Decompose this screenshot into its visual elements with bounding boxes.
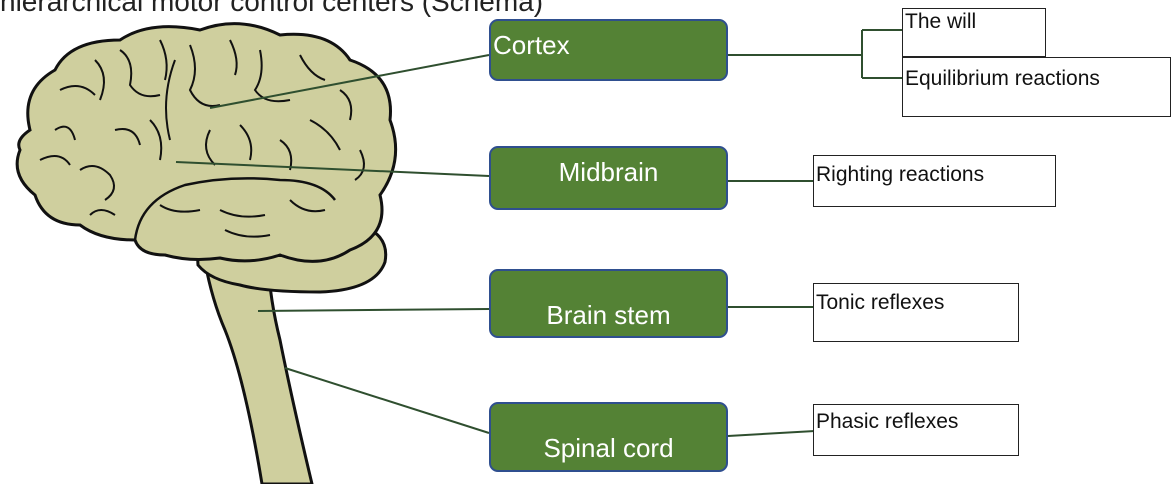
function-label-tonic: Tonic reflexes [816,291,944,314]
function-box-the-will: The will [902,8,1046,57]
region-label-brain-stem: Brain stem [546,300,670,330]
function-label-the-will: The will [905,10,976,33]
function-box-tonic: Tonic reflexes [813,283,1019,342]
region-label-midbrain: Midbrain [559,157,659,187]
function-label-phasic: Phasic reflexes [816,410,958,433]
function-box-righting: Righting reactions [813,155,1056,207]
function-box-phasic: Phasic reflexes [813,404,1019,456]
region-box-cortex: Cortex [489,19,728,81]
function-box-equilibrium: Equilibrium reactions [902,57,1171,117]
region-box-midbrain: Midbrain [489,146,728,210]
function-label-equilibrium: Equilibrium reactions [905,67,1100,90]
region-label-cortex: Cortex [493,30,570,60]
spinal-cord-shape [205,262,312,484]
region-box-brain-stem: Brain stem [489,269,728,338]
region-label-spinal-cord: Spinal cord [543,433,673,463]
region-box-spinal-cord: Spinal cord [489,402,728,472]
function-label-righting: Righting reactions [816,163,984,186]
